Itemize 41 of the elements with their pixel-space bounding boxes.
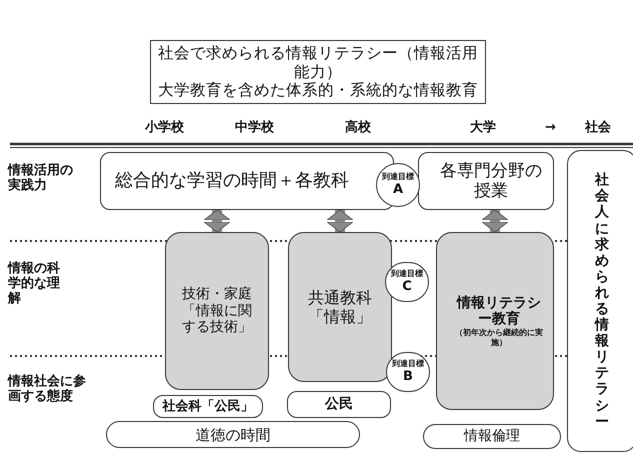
node-text: 社会人に求められる情報リテラシー (594, 172, 610, 430)
double-arrow (482, 210, 508, 232)
node-text: 社会科「公民」 (162, 398, 254, 414)
double-arrow (204, 210, 230, 232)
course-box (418, 152, 554, 210)
row-label: 情報の科学的な理解 (8, 262, 61, 307)
node-text: 情報倫理 (464, 428, 520, 445)
node-text: 到達目標 (392, 359, 424, 369)
node-text: （初年次から継続的に実施） (455, 328, 543, 348)
direction-arrow: → (545, 121, 556, 136)
subject-box (165, 232, 269, 390)
title-text: 社会で求められる情報リテラシー（情報活用能力） (157, 44, 479, 82)
node-text: A (392, 182, 404, 198)
node-text: 公民 (325, 396, 353, 413)
stage-label: 社会 (585, 121, 611, 136)
stage-label: 小学校 (145, 121, 184, 136)
node-text: 情報リテラシー教育 (455, 294, 542, 328)
stage-label: 大学 (470, 121, 496, 136)
subtitle-text: 大学教育を含めた体系的・系統的な情報教育 (158, 81, 478, 100)
row-label: 情報活用の実践力 (8, 164, 74, 194)
node-text: 技術・家庭「情報に関する技術」 (181, 286, 253, 336)
subject-box (153, 395, 263, 418)
row-label: 情報社会に参画する態度 (8, 375, 87, 405)
node-text: 道徳の時間 (196, 426, 270, 444)
goal-box (567, 150, 633, 452)
node-text: C (402, 279, 412, 295)
title-box (150, 40, 486, 104)
node-text: 到達目標 (391, 269, 423, 279)
subject-box (288, 232, 392, 382)
subject-pill (423, 424, 561, 449)
stage-label: 中学校 (235, 121, 274, 136)
node-text: 到達目標 (382, 172, 414, 182)
node-text: B (403, 369, 413, 385)
node-text: 各専門分野の授業 (439, 160, 543, 202)
subject-pill (106, 421, 360, 448)
stage-label: 高校 (345, 121, 371, 136)
double-arrow (326, 210, 354, 232)
subject-box (287, 391, 391, 418)
literacy-box (436, 232, 554, 410)
node-text: 共通教科「情報」 (307, 288, 373, 326)
node-text: 総合的な学習の時間＋各教科 (115, 170, 349, 192)
